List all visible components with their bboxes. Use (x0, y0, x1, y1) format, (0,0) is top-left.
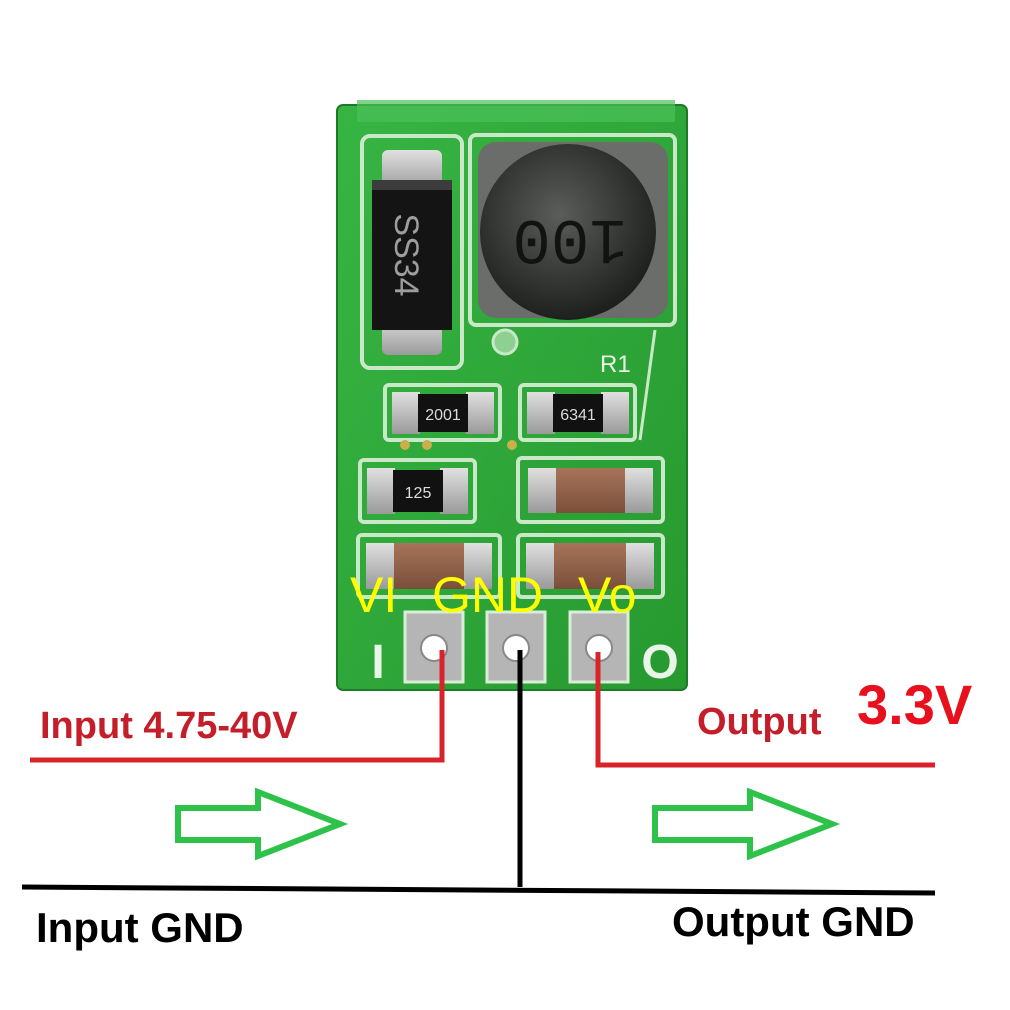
silk-input-label: I (371, 636, 384, 689)
pin-label-vo: Vo (578, 567, 636, 623)
input-gnd-label: Input GND (36, 904, 244, 951)
silk-output-label: O (641, 636, 678, 689)
output-gnd-label: Output GND (672, 898, 915, 945)
pin-label-vi: VI (350, 567, 397, 623)
via (400, 440, 410, 450)
output-label: Output (697, 701, 822, 743)
resistor-right-marking: 6341 (560, 407, 596, 424)
resistor-small-marking: 125 (405, 485, 432, 502)
input-arrow-icon (175, 787, 349, 861)
silk-trace (638, 329, 657, 441)
capacitor-2 (356, 533, 502, 599)
resistor-125: 125 (358, 458, 477, 524)
resistor-6341: 6341 (518, 383, 637, 442)
input-wire (30, 650, 445, 763)
resistor-2001: 2001 (383, 383, 502, 442)
diode-ss34: SS34 (360, 134, 464, 370)
capacitor-1 (516, 456, 665, 524)
resistor-left-marking: 2001 (425, 407, 461, 424)
inductor-100: 100 (468, 133, 677, 356)
pin-label-gnd: GND (432, 567, 543, 623)
output-arrow-icon (652, 787, 841, 861)
output-voltage-label: 3.3V (857, 673, 972, 736)
output-wire (595, 652, 935, 768)
diode-marking: SS34 (387, 213, 425, 296)
gnd-bus-line (21, 884, 936, 896)
capacitor-3 (516, 533, 665, 599)
via (422, 440, 432, 450)
inductor-marking: 100 (512, 201, 627, 273)
input-voltage-label: Input 4.75-40V (40, 705, 298, 747)
via (507, 440, 517, 450)
r1-label: R1 (600, 351, 631, 378)
